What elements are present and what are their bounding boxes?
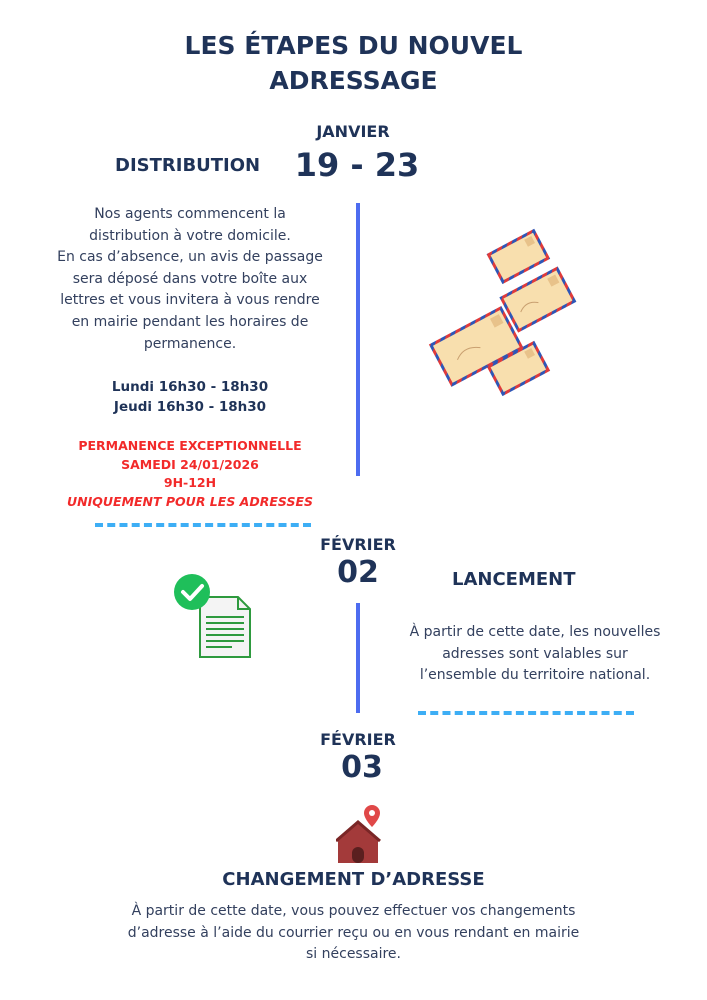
page-title: LES ÉTAPES DU NOUVEL ADRESSAGE — [184, 31, 523, 95]
document-check-icon — [174, 574, 251, 658]
step2-heading: LANCEMENT — [452, 569, 576, 590]
timeline-line — [356, 203, 360, 476]
step1-exceptional: PERMANENCE EXCEPTIONNELLE SAMEDI 24/01/2… — [67, 438, 313, 509]
divider-dashed — [418, 711, 634, 715]
divider-dashed — [95, 523, 311, 527]
step3-days: 03 — [341, 750, 383, 785]
step1-heading: DISTRIBUTION — [115, 155, 261, 176]
step1-month: JANVIER — [316, 122, 390, 141]
timeline-line — [356, 603, 360, 713]
house-location-icon — [336, 805, 381, 863]
envelopes-icon — [428, 228, 577, 397]
step3-text: À partir de cette date, vous pouvez effe… — [127, 903, 580, 963]
step1-hours: Lundi 16h30 - 18h30 Jeudi 16h30 - 18h30 — [111, 379, 269, 415]
step3-heading: CHANGEMENT D’ADRESSE — [222, 869, 485, 890]
step1-text: Nos agents commencent la distribution à … — [57, 206, 323, 352]
step3-month: FÉVRIER — [320, 730, 396, 749]
step2-text: À partir de cette date, les nouvelles ad… — [409, 624, 661, 684]
step1-days: 19 - 23 — [294, 146, 420, 184]
step2-month: FÉVRIER — [320, 535, 396, 554]
step2-days: 02 — [337, 555, 379, 590]
